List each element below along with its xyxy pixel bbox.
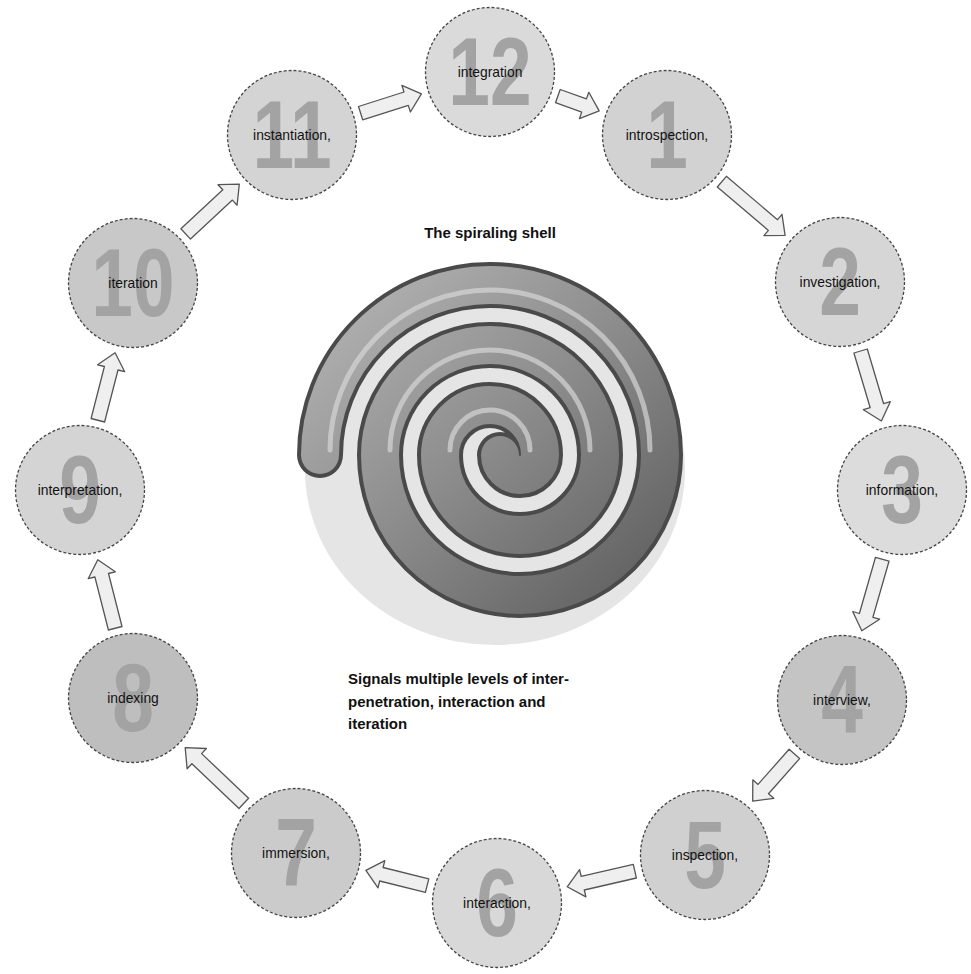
step-circle: introspection,1: [601, 69, 733, 201]
block-arrow: [359, 85, 422, 120]
step-circle: immersion,7: [230, 787, 362, 919]
block-arrow: [181, 184, 239, 239]
block-arrow: [556, 90, 600, 119]
step-label: inspection,: [639, 847, 771, 864]
block-arrow: [854, 349, 890, 421]
step-label: investigation,: [774, 274, 906, 291]
shell-spiral-edge: [320, 285, 660, 595]
block-arrow: [853, 557, 889, 631]
shell-highlight: [330, 290, 650, 450]
step-label: integration: [424, 64, 556, 81]
step-label: introspection,: [601, 127, 733, 144]
block-arrow: [753, 749, 800, 801]
block-arrow: [366, 861, 429, 893]
block-arrow: [88, 560, 122, 630]
shell-spiral: [320, 285, 660, 595]
step-label: interview,: [776, 692, 908, 709]
block-arrow: [717, 176, 785, 235]
step-circle: iteration10: [67, 217, 199, 349]
step-circle: inspection,5: [639, 789, 771, 921]
block-arrow: [91, 353, 125, 422]
center-caption: Signals multiple levels of inter- penetr…: [348, 668, 593, 736]
center-title: The spiraling shell: [330, 222, 650, 245]
step-label: iteration: [67, 275, 199, 292]
block-arrow: [567, 864, 636, 897]
step-label: information,: [836, 482, 968, 499]
step-label: immersion,: [230, 845, 362, 862]
step-circle: interpretation,9: [14, 424, 146, 556]
step-label: instantiation,: [226, 127, 358, 144]
step-circle: investigation,2: [774, 216, 906, 348]
block-arrow: [185, 748, 248, 809]
step-circle: interview,4: [776, 634, 908, 766]
step-circle: indexing8: [67, 632, 199, 764]
step-label: interaction,: [431, 895, 563, 912]
step-circle: instantiation,11: [226, 69, 358, 201]
step-label: indexing: [67, 690, 199, 707]
step-circle: integration12: [424, 6, 556, 138]
step-label: interpretation,: [14, 482, 146, 499]
step-circle: information,3: [836, 424, 968, 556]
step-circle: interaction,6: [431, 837, 563, 969]
